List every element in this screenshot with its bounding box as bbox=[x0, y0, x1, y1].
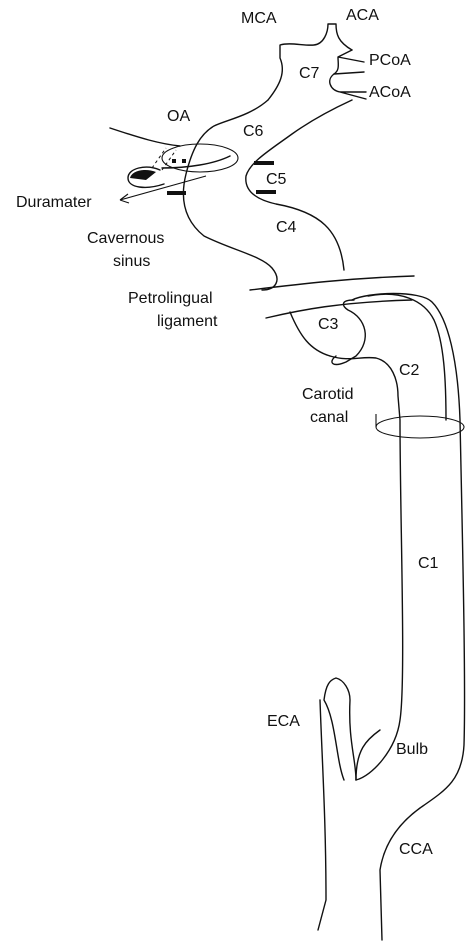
label-mca: MCA bbox=[241, 10, 277, 27]
oa-outline bbox=[110, 128, 230, 168]
label-c1: C1 bbox=[418, 555, 439, 572]
label-cca: CCA bbox=[399, 841, 433, 858]
bulb-wall bbox=[356, 730, 380, 780]
c6-boundary-bar bbox=[167, 191, 186, 195]
label-petrolingual-line1: Petrolingual bbox=[128, 290, 213, 307]
label-acoa: ACoA bbox=[369, 84, 411, 101]
label-cavernous-line2: sinus bbox=[113, 253, 150, 270]
dura-marker-2 bbox=[182, 159, 186, 163]
c2-inner-wall bbox=[368, 294, 446, 420]
oa-stump-shade bbox=[130, 170, 156, 180]
label-aca: ACA bbox=[346, 7, 379, 24]
dura-marker-1 bbox=[172, 159, 176, 163]
pcoa-branch bbox=[334, 50, 364, 74]
label-petrolingual-line2: ligament bbox=[157, 313, 218, 330]
mca-aca-outline bbox=[268, 24, 352, 100]
label-c5: C5 bbox=[266, 171, 287, 188]
eca-outline bbox=[324, 678, 356, 780]
eca-left-wall bbox=[318, 700, 326, 930]
label-c6: C6 bbox=[243, 123, 264, 140]
c5-upper-bar bbox=[254, 161, 274, 165]
acoa-branch bbox=[330, 74, 366, 99]
label-carotid-line1: Carotid bbox=[302, 386, 354, 403]
label-c7: C7 bbox=[299, 65, 320, 82]
label-pcoa: PCoA bbox=[369, 52, 411, 69]
label-c4: C4 bbox=[276, 219, 297, 236]
label-duramater: Duramater bbox=[16, 194, 92, 211]
label-cavernous-line1: Cavernous bbox=[87, 230, 164, 247]
carotid-canal-ring bbox=[376, 416, 464, 438]
label-c2: C2 bbox=[399, 362, 420, 379]
label-oa: OA bbox=[167, 108, 190, 125]
label-carotid-line2: canal bbox=[310, 409, 348, 426]
petrolingual-ligament bbox=[250, 276, 414, 318]
label-eca: ECA bbox=[267, 713, 300, 730]
label-bulb: Bulb bbox=[396, 741, 428, 758]
duramater-arrow bbox=[120, 176, 206, 203]
label-c3: C3 bbox=[318, 316, 339, 333]
c5-lower-bar bbox=[256, 190, 276, 194]
